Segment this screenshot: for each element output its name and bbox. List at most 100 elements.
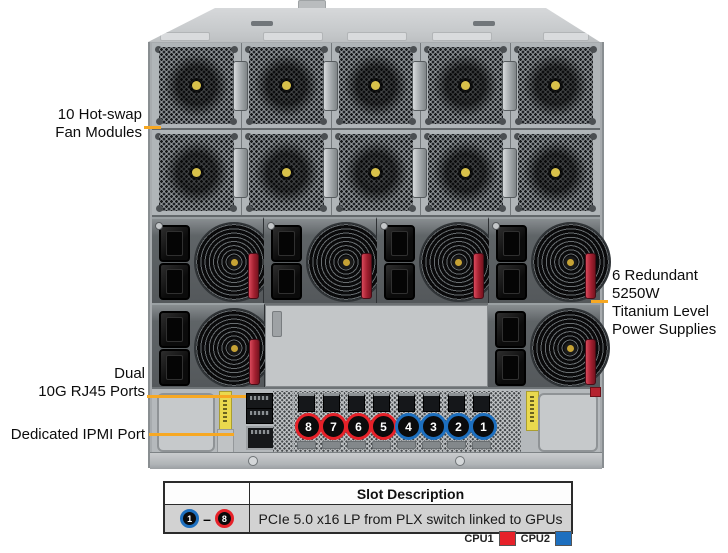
fan-latch-handle xyxy=(412,147,428,198)
fan-grille xyxy=(335,47,417,125)
psu-fan xyxy=(530,222,611,302)
ac-inlet xyxy=(159,225,190,262)
fan-latch-handle xyxy=(232,147,248,198)
fan-grille xyxy=(245,134,327,212)
psu-module xyxy=(152,303,274,388)
fan-module xyxy=(331,130,428,215)
fan-module xyxy=(511,43,600,128)
table-header-row: Slot Description xyxy=(165,483,571,504)
fan-module xyxy=(241,43,338,128)
fan-latch-handle xyxy=(502,60,518,111)
psu-release-lever xyxy=(585,339,596,385)
slot-range-cell: 1 – 8 xyxy=(165,505,250,532)
psu-row-top xyxy=(152,217,611,303)
cpu-legend: CPU1 CPU2 xyxy=(440,531,572,546)
slot-number-badge: 6 xyxy=(345,413,372,440)
callout-text: 6 Redundant xyxy=(612,267,698,284)
fan-grille xyxy=(515,47,596,125)
fan-hub xyxy=(191,168,201,177)
lid-recess xyxy=(543,32,589,41)
fan-grille xyxy=(425,47,506,125)
callout-text: 5250W xyxy=(612,285,660,302)
callout-text: Power Supplies xyxy=(612,321,717,338)
fan-hub xyxy=(371,81,381,90)
callout-text: Dedicated IPMI Port xyxy=(10,426,145,443)
fan-module xyxy=(511,130,600,215)
slot-number-badge: 4 xyxy=(395,413,422,440)
rj45-port-10g-1 xyxy=(246,393,273,409)
screw xyxy=(379,222,388,230)
psu-module xyxy=(376,217,499,303)
chassis-bottom-rail xyxy=(150,452,602,469)
cpu2-color-swatch xyxy=(555,531,572,546)
slot-number-badge: 7 xyxy=(320,413,347,440)
slot-port xyxy=(373,393,390,412)
table-header-empty-cell xyxy=(165,483,250,504)
lid-recess xyxy=(347,32,407,41)
ac-inlet xyxy=(495,263,527,300)
psu-release-lever xyxy=(472,253,484,299)
pcie-slot: 3 xyxy=(418,391,447,452)
rj45-port-10g-2 xyxy=(246,408,273,424)
fan-grille xyxy=(335,134,417,212)
fan-hub xyxy=(461,81,471,90)
pcie-slot: 7 xyxy=(318,391,347,452)
fan-grille xyxy=(515,134,596,212)
fan-module xyxy=(152,130,248,215)
fan-hub xyxy=(281,81,291,90)
fan-hub xyxy=(551,81,561,90)
lid-recess xyxy=(263,32,323,41)
slot-number-badge: 2 xyxy=(445,413,472,440)
callout-text: 10G RJ45 Ports xyxy=(38,383,145,400)
screw xyxy=(267,222,276,230)
lid-vent-slot xyxy=(251,21,273,26)
ac-inlet xyxy=(383,263,415,300)
pcie-slot: 2 xyxy=(443,391,472,452)
fan-latch-handle xyxy=(502,147,518,198)
ac-inlet xyxy=(383,225,415,262)
io-section: 8 7 6 5 4 3 2 1 xyxy=(152,387,601,454)
psu-module xyxy=(152,217,274,303)
slot-table: Slot Description 1 – 8 PCIe 5.0 x16 LP f… xyxy=(163,481,573,534)
psu-row-bottom xyxy=(152,303,610,388)
psu-module xyxy=(488,217,611,303)
fan-latch-handle xyxy=(232,60,248,111)
callout-text: Fan Modules xyxy=(55,124,142,141)
slot-number-badge: 8 xyxy=(295,413,322,440)
fan-grille xyxy=(245,47,327,125)
slot-port xyxy=(423,393,440,412)
callout-text: 10 Hot-swap xyxy=(57,106,142,123)
pcie-slot-area: 8 7 6 5 4 3 2 1 xyxy=(273,391,521,452)
fan-grille xyxy=(156,134,237,212)
slot-number-badge: 1 xyxy=(470,413,497,440)
ac-inlet xyxy=(271,263,303,300)
screw xyxy=(455,456,465,466)
ac-inlet xyxy=(495,311,526,348)
screw xyxy=(155,222,163,230)
callout-line-fans xyxy=(144,126,161,129)
psu-fan xyxy=(418,222,499,302)
fan-row-top xyxy=(152,43,600,130)
legend-cpu1-label: CPU1 xyxy=(464,532,494,545)
fan-module xyxy=(421,130,518,215)
fan-hub xyxy=(551,168,561,177)
ipmi-port xyxy=(246,426,275,450)
psu-fan xyxy=(530,308,610,388)
callout-line-lan xyxy=(147,395,246,398)
slot-port xyxy=(298,393,315,412)
fan-hub xyxy=(281,168,291,177)
lid-vent-slot xyxy=(473,21,495,26)
screw xyxy=(491,222,500,230)
slot-port xyxy=(398,393,415,412)
callout-line-psu xyxy=(591,300,608,303)
pcie-slot: 6 xyxy=(343,391,372,452)
psu-release-lever xyxy=(249,339,260,385)
pcie-slot: 5 xyxy=(368,391,397,452)
ac-inlet xyxy=(159,263,190,300)
fan-module xyxy=(421,43,518,128)
fan-row-bottom xyxy=(152,130,600,217)
ac-inlet xyxy=(495,349,526,386)
ac-inlet xyxy=(495,225,527,262)
psu-module xyxy=(488,303,610,388)
pcie-slot: 4 xyxy=(393,391,422,452)
